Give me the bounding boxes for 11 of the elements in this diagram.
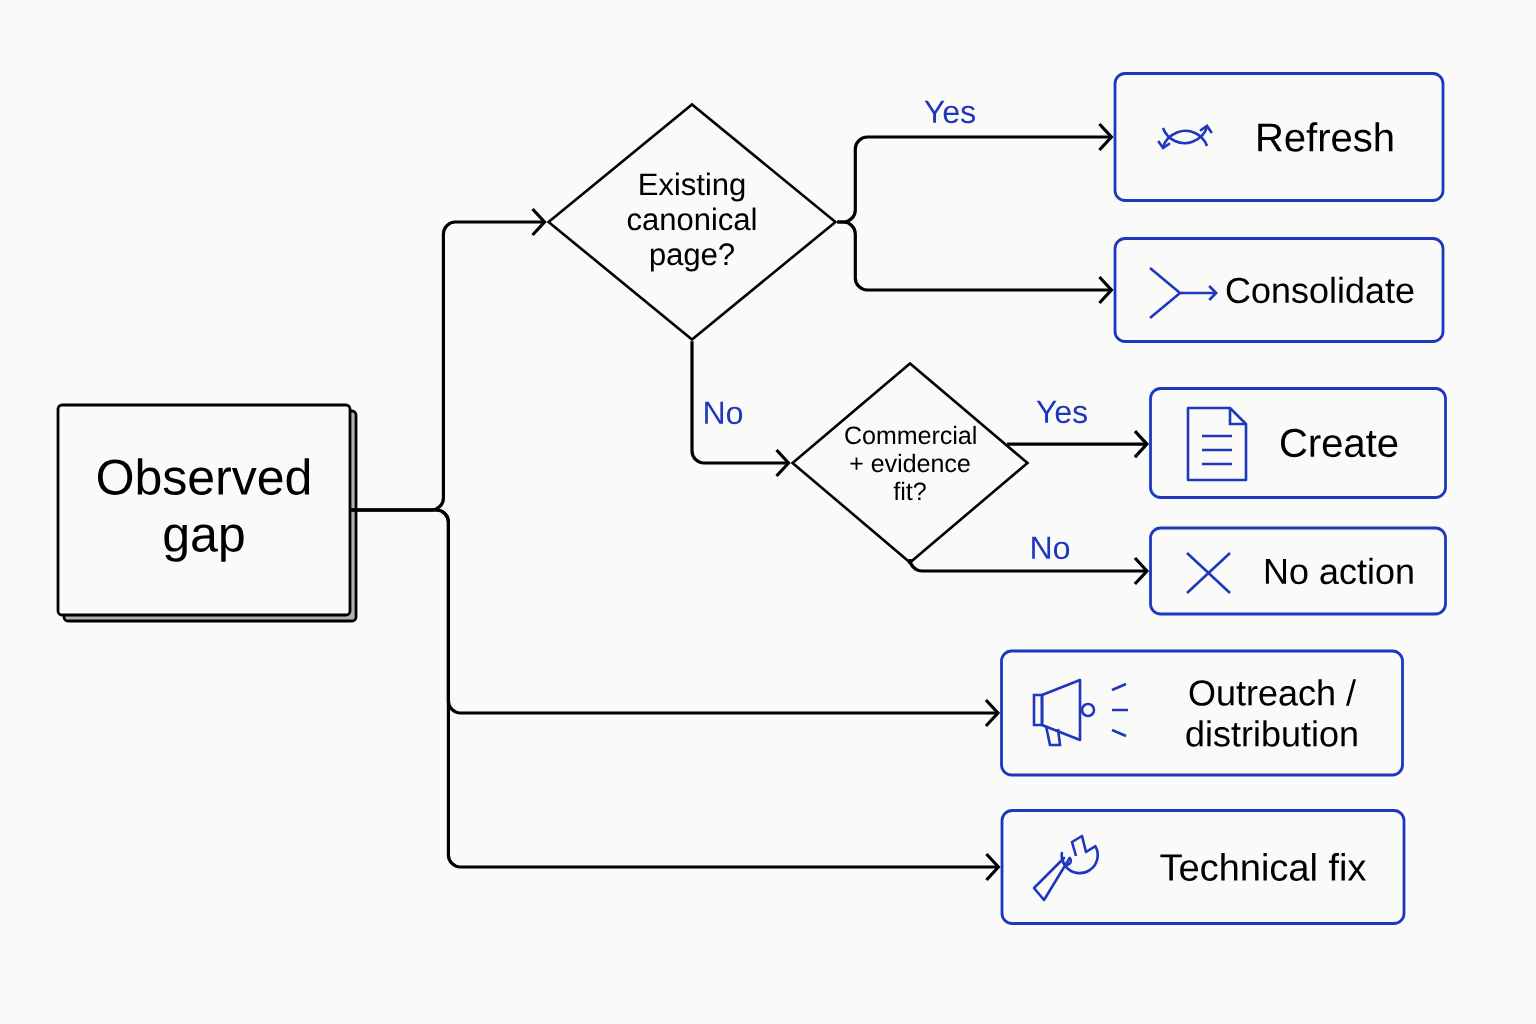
- action-box: No action: [1149, 526, 1447, 616]
- arrow: [690, 341, 791, 478]
- arrow: [351, 508, 1001, 882]
- action-box: Refresh: [1113, 72, 1445, 202]
- arrow: [837, 220, 1114, 305]
- action-box: Outreach / distribution: [1000, 649, 1404, 777]
- action-box: Technical fix: [1000, 809, 1406, 925]
- arrow: [1007, 430, 1150, 459]
- action-box: Create: [1149, 387, 1447, 499]
- action-box: Consolidate: [1113, 237, 1445, 343]
- stacked-box: Observed gap: [56, 403, 358, 623]
